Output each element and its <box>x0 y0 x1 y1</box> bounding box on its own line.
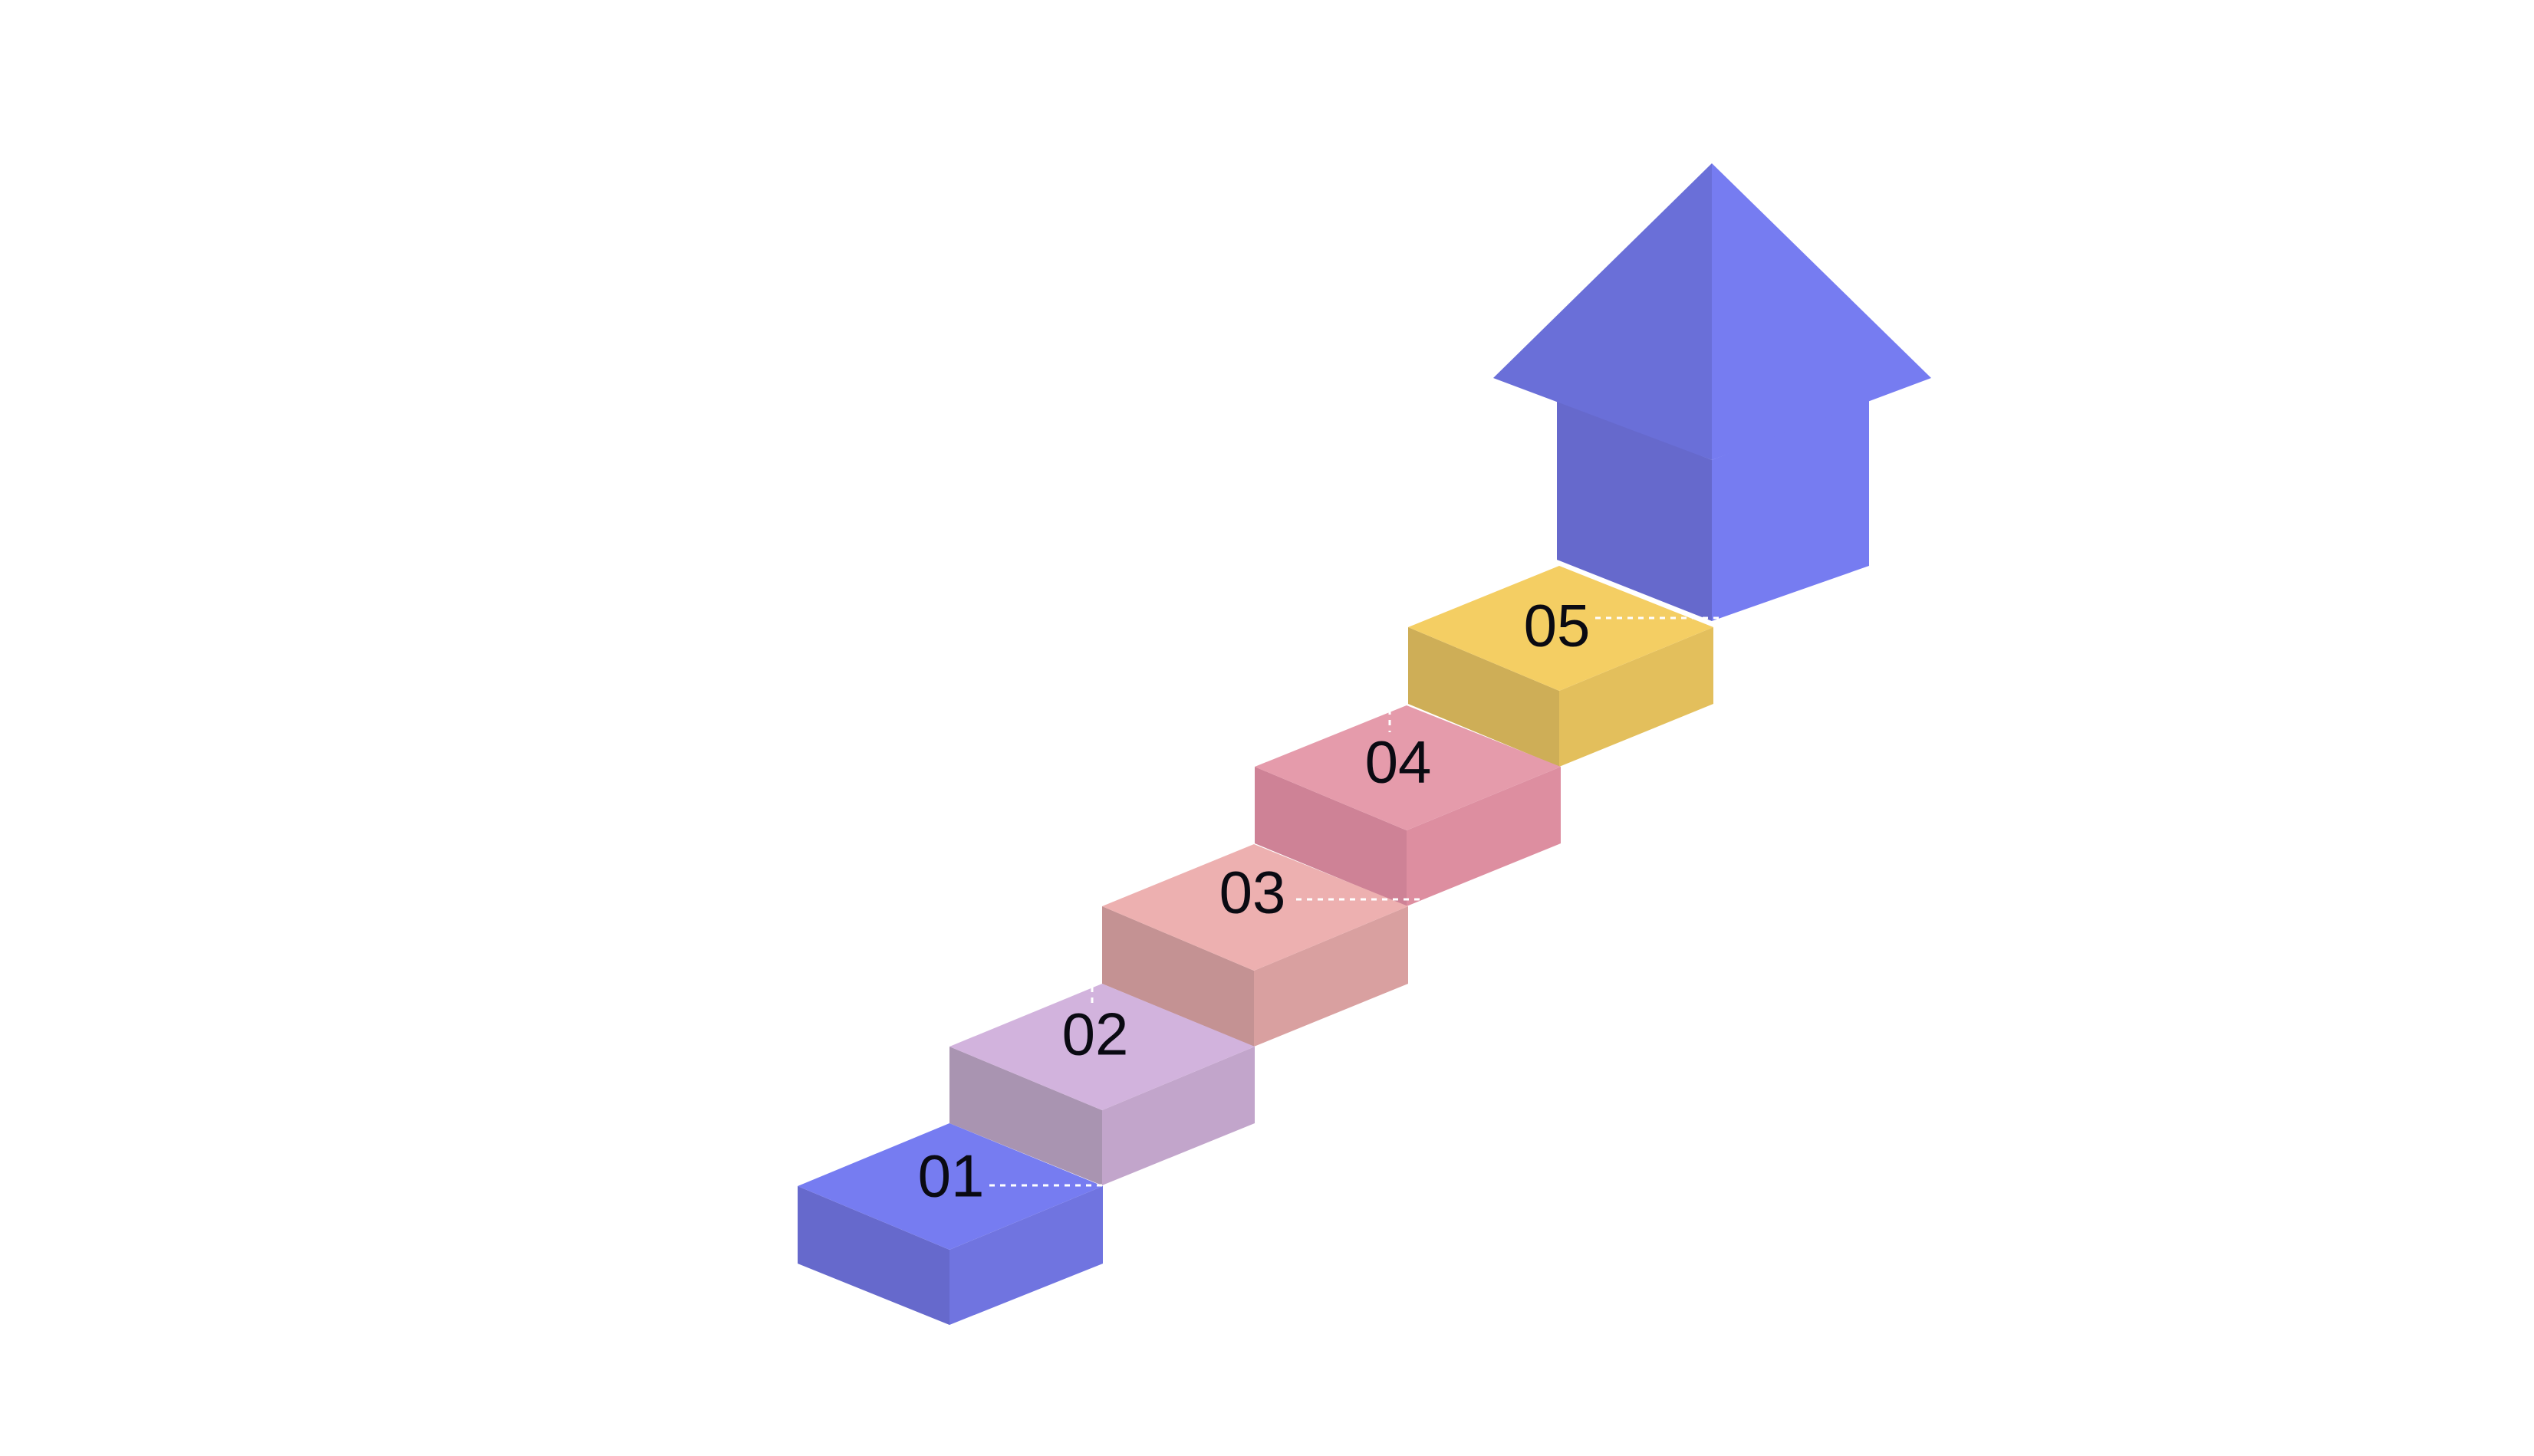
step-right-face <box>1559 627 1713 767</box>
step-block-04: 04 <box>1255 705 1561 906</box>
step-top-face <box>949 984 1255 1110</box>
step-number-04: 04 <box>1365 728 1432 796</box>
step-number-01: 01 <box>918 1142 985 1210</box>
arrow-shaft-right-face <box>1712 399 1869 621</box>
step-block-01: 01 <box>798 1123 1104 1325</box>
step-number-05: 05 <box>1524 592 1591 659</box>
step-number-03: 03 <box>1219 859 1286 926</box>
step-top-face <box>1255 705 1561 830</box>
step-right-face <box>1102 1047 1255 1185</box>
step-block-03: 03 <box>1102 844 1425 1047</box>
step-block-05: 05 <box>1408 566 1735 767</box>
step-block-02: 02 <box>949 984 1255 1185</box>
step-left-face <box>798 1186 949 1325</box>
step-left-face <box>1102 906 1254 1047</box>
step-top-face <box>1102 844 1408 971</box>
step-number-02: 02 <box>1062 1001 1129 1068</box>
step-left-face <box>1408 627 1559 767</box>
step-right-face <box>949 1186 1103 1325</box>
step-left-face <box>1255 767 1407 906</box>
step-right-face <box>1407 767 1561 906</box>
arrow-shaft-left-face <box>1557 399 1712 621</box>
step-left-face <box>949 1047 1102 1185</box>
arrow-head-left-face <box>1493 163 1712 460</box>
arrow-head-right-face <box>1712 163 1931 460</box>
step-top-face <box>1408 566 1713 691</box>
growth-arrow-icon <box>1493 163 1931 621</box>
step-top-face <box>798 1123 1103 1250</box>
step-right-face <box>1254 906 1408 1047</box>
